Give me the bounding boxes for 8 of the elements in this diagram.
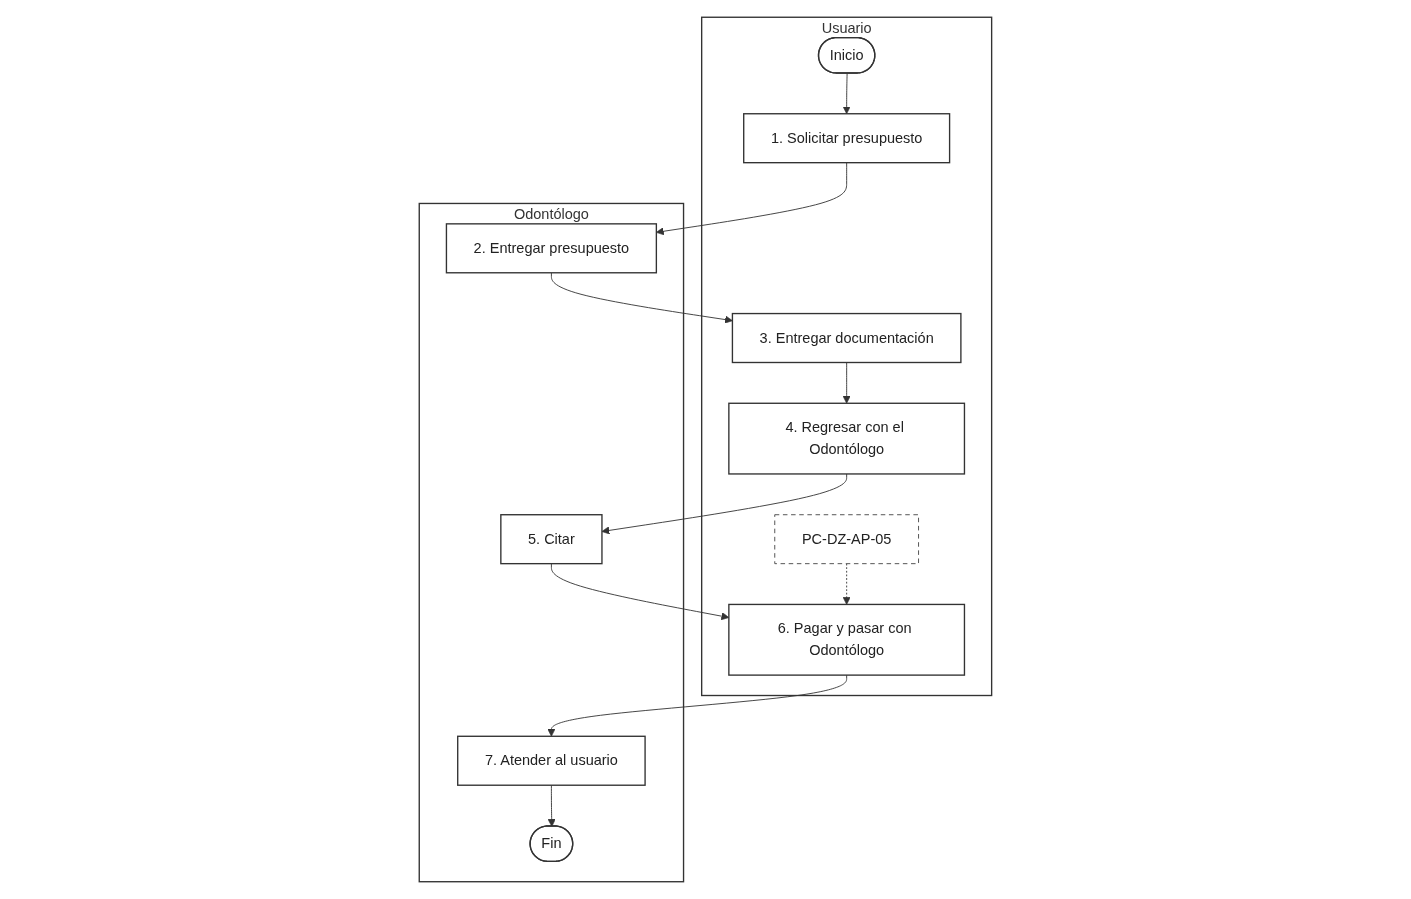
node-box: 2. Entregar presupuesto [445, 223, 658, 274]
node-box: 5. Citar [500, 514, 603, 565]
node-box: 7. Atender al usuario [457, 735, 646, 786]
node-box: 1. Solicitar presupuesto [743, 113, 951, 164]
node-box: 3. Entregar documentación [731, 312, 962, 364]
node-box: 6. Pagar y pasar con Odontólogo [728, 603, 966, 676]
node-box: 4. Regresar con el Odontólogo [728, 402, 966, 475]
node-box: PC-DZ-AP-05 [774, 514, 920, 565]
